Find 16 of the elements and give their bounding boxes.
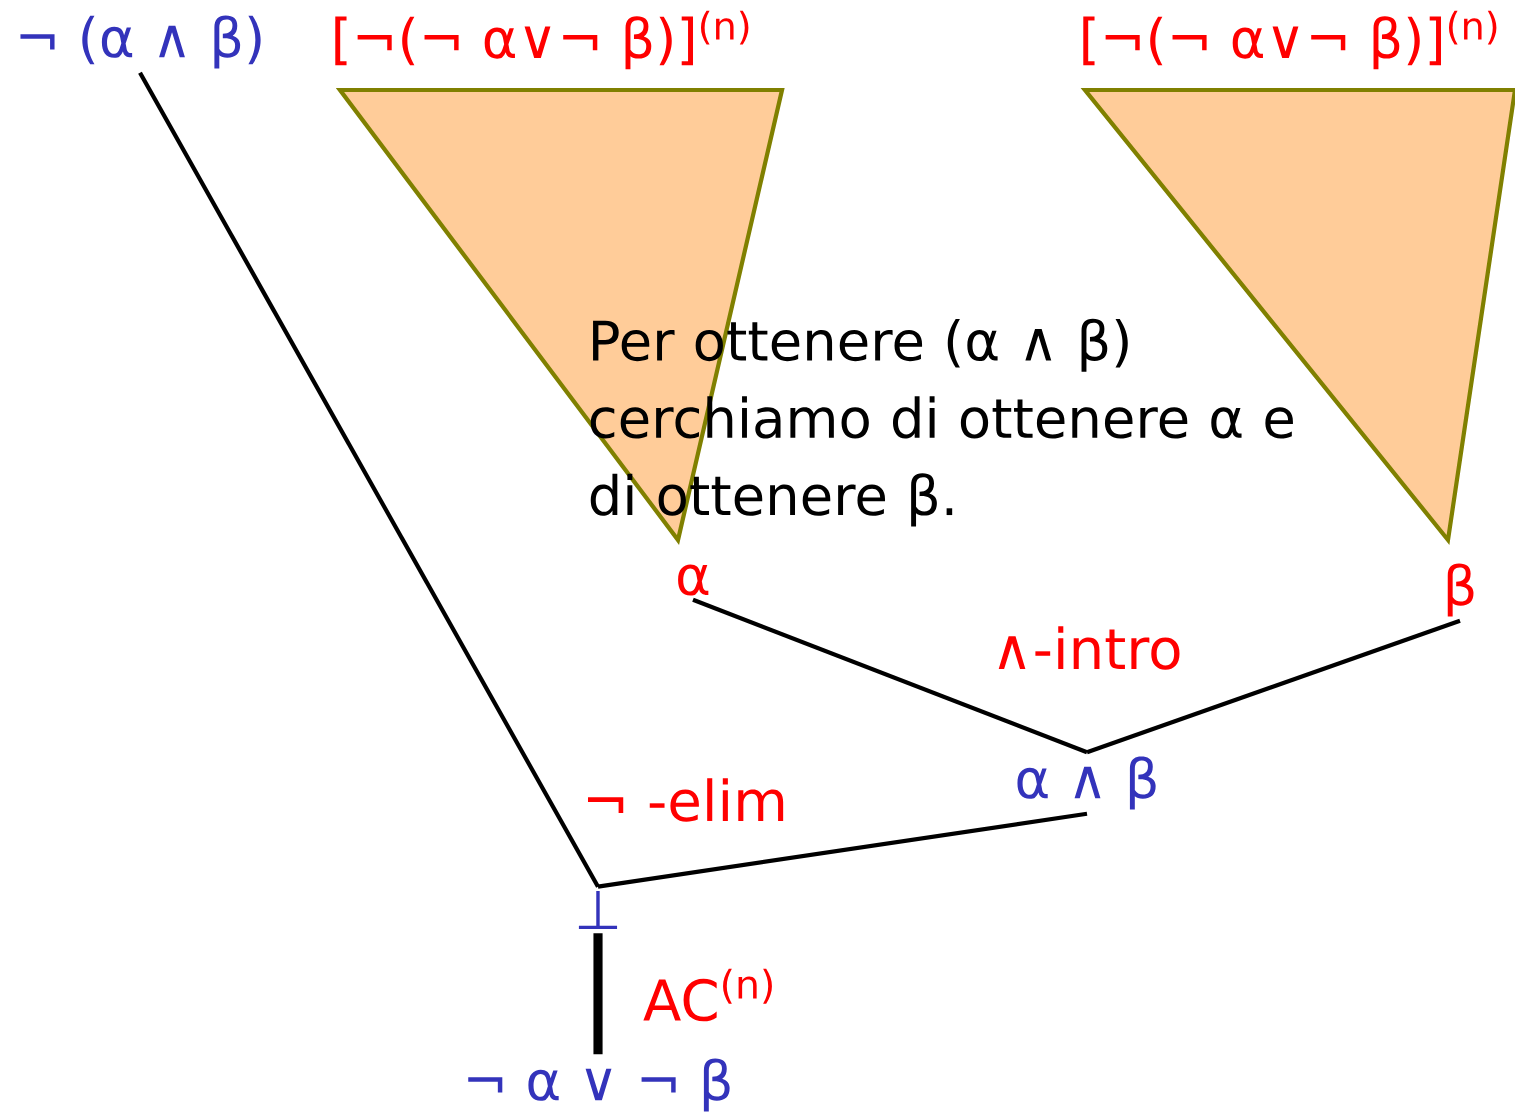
rule-label: ¬ -elim [588, 778, 784, 822]
rule-label: AC$^{(n)}$ [643, 968, 772, 1022]
formula: ¬ α ∨ ¬ β [468, 1058, 730, 1112]
formula: α ∧ β [1017, 756, 1156, 810]
formula: α [678, 564, 709, 596]
derivation-line [692, 597, 1088, 755]
node-label: [¬(¬ α∨¬ β)]$^{(n)}$ [1083, 10, 1497, 70]
derivation-line [1086, 618, 1461, 755]
derivation-line [597, 811, 1088, 889]
formula: β [1447, 563, 1474, 617]
formula: ⊥ [578, 890, 618, 930]
rule-label: ∧-intro [998, 626, 1180, 670]
formula: ¬ (α ∧ β) [20, 15, 261, 69]
derivation-line [138, 71, 600, 888]
derivation-line [593, 933, 603, 1055]
node-label: [¬(¬ α∨¬ β)]$^{(n)}$ [335, 10, 749, 70]
